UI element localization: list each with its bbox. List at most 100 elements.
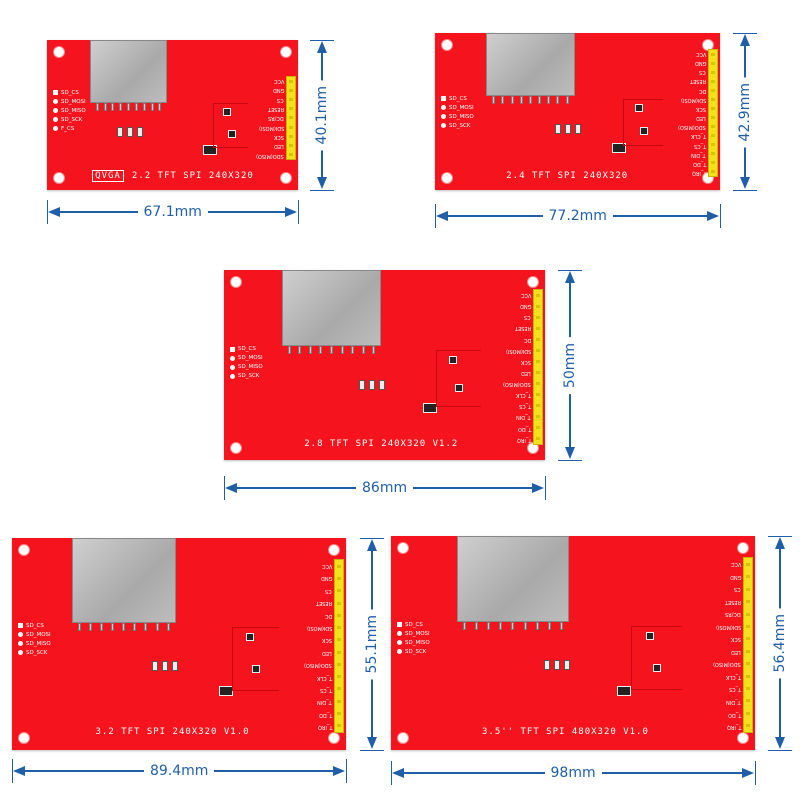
width-label: 86mm [356, 480, 414, 496]
header-pin-label: VCC [695, 50, 706, 57]
header-pin [711, 61, 715, 65]
header-pin-label: SDI(MOSI) [306, 624, 332, 631]
arrow-up-icon [775, 537, 785, 549]
header-pin [536, 381, 540, 385]
sd-pin-name: SD_MISO [238, 364, 263, 370]
header-pin [746, 575, 750, 579]
sd-pin-name: SD_SCK [405, 648, 427, 655]
header-pin [746, 686, 750, 690]
header-pin-label: RESET [267, 106, 284, 113]
pin-header [334, 559, 344, 734]
header-pin [711, 152, 715, 156]
sd-pin-name: SD_CS [238, 346, 256, 352]
header-pin-label: T_CLK [316, 674, 332, 681]
sd-pin-name: SD_SCK [449, 122, 471, 129]
transistor [245, 633, 254, 642]
arrow-down-icon [367, 737, 377, 749]
header-pin [746, 587, 750, 591]
mounting-hole [18, 544, 30, 556]
header-pin [536, 425, 540, 429]
header-pin [536, 403, 540, 407]
header-pin [746, 625, 750, 629]
header-pin [337, 650, 341, 654]
pad-icon [397, 622, 402, 628]
header-pin [746, 662, 750, 666]
header-pin [289, 98, 293, 102]
header-pin [337, 675, 341, 679]
sd-pin-label: SD_MOSI [53, 99, 86, 105]
header-pin [536, 359, 540, 363]
sd-pin-name: SD_MOSI [449, 104, 474, 111]
sd-pin-label: SD_MISO [18, 641, 51, 647]
sd-pin [330, 346, 334, 354]
height-tick [733, 33, 757, 34]
pin-header [286, 76, 296, 160]
header-pin-label: GND [320, 575, 332, 582]
sd-card-pins [492, 95, 569, 104]
height-label: 56.4mm [772, 608, 788, 679]
sd-pin [511, 621, 515, 630]
sd-pin [510, 95, 514, 104]
sd-pin-label: SD_SCK [441, 123, 474, 129]
sd-pin-label: SD_CS [441, 96, 474, 102]
header-pin [711, 143, 715, 147]
header-pin [337, 613, 341, 617]
arrow-left-icon [48, 207, 60, 217]
pin-header [708, 48, 718, 178]
header-pin [536, 304, 540, 308]
header-pin-label: GND [694, 59, 706, 66]
pad-icon [53, 126, 58, 131]
mounting-hole [737, 732, 749, 744]
header-pin [711, 134, 715, 138]
sd-pin-label: SD_CS [230, 346, 263, 352]
header-pin [337, 589, 341, 593]
header-pin [289, 116, 293, 120]
height-tick [558, 270, 582, 271]
header-pin-label: T_DO [727, 711, 741, 718]
header-pin-label: SCK [696, 105, 706, 112]
sd-pin [100, 622, 104, 631]
sd-pin-label: F_CS [53, 126, 86, 132]
sd-card-slot [456, 536, 570, 622]
mounting-hole [441, 172, 453, 184]
header-pin-label: T_DO [517, 425, 531, 432]
pad-icon [53, 99, 58, 104]
header-pin-label: DC [698, 87, 706, 94]
header-pin [746, 612, 750, 616]
header-pin-label: T_DIN [516, 414, 531, 421]
pad-icon [397, 649, 402, 655]
mounting-hole [280, 172, 292, 184]
sd-pin [89, 622, 93, 631]
header-pin [711, 52, 715, 56]
mounting-hole [230, 276, 242, 288]
sd-pin-name: SD_MOSI [405, 630, 430, 637]
height-tick [733, 190, 757, 191]
header-pin-label: VCC [730, 561, 741, 568]
arrow-down-icon [565, 447, 575, 459]
mounting-hole [53, 46, 65, 58]
pcb-trace [623, 98, 663, 147]
mounting-hole [280, 46, 292, 58]
pad-icon [441, 114, 446, 120]
header-pin-label: LED [322, 649, 332, 656]
sd-pin-label: SD_CS [18, 623, 51, 629]
sd-pin [103, 103, 107, 111]
header-pin-label: T_CS [319, 686, 332, 693]
sd-pin-label: SD_CS [53, 90, 86, 96]
pad-icon [18, 632, 23, 638]
header-pin-label: SCK [322, 637, 332, 644]
header-pin [289, 143, 293, 147]
header-pin [536, 414, 540, 418]
height-tick [310, 190, 334, 191]
pcb-trace [232, 627, 280, 691]
mounting-hole [441, 39, 453, 51]
sd-pin [501, 95, 505, 104]
header-pin-label: SDI(MOSI) [680, 96, 706, 103]
